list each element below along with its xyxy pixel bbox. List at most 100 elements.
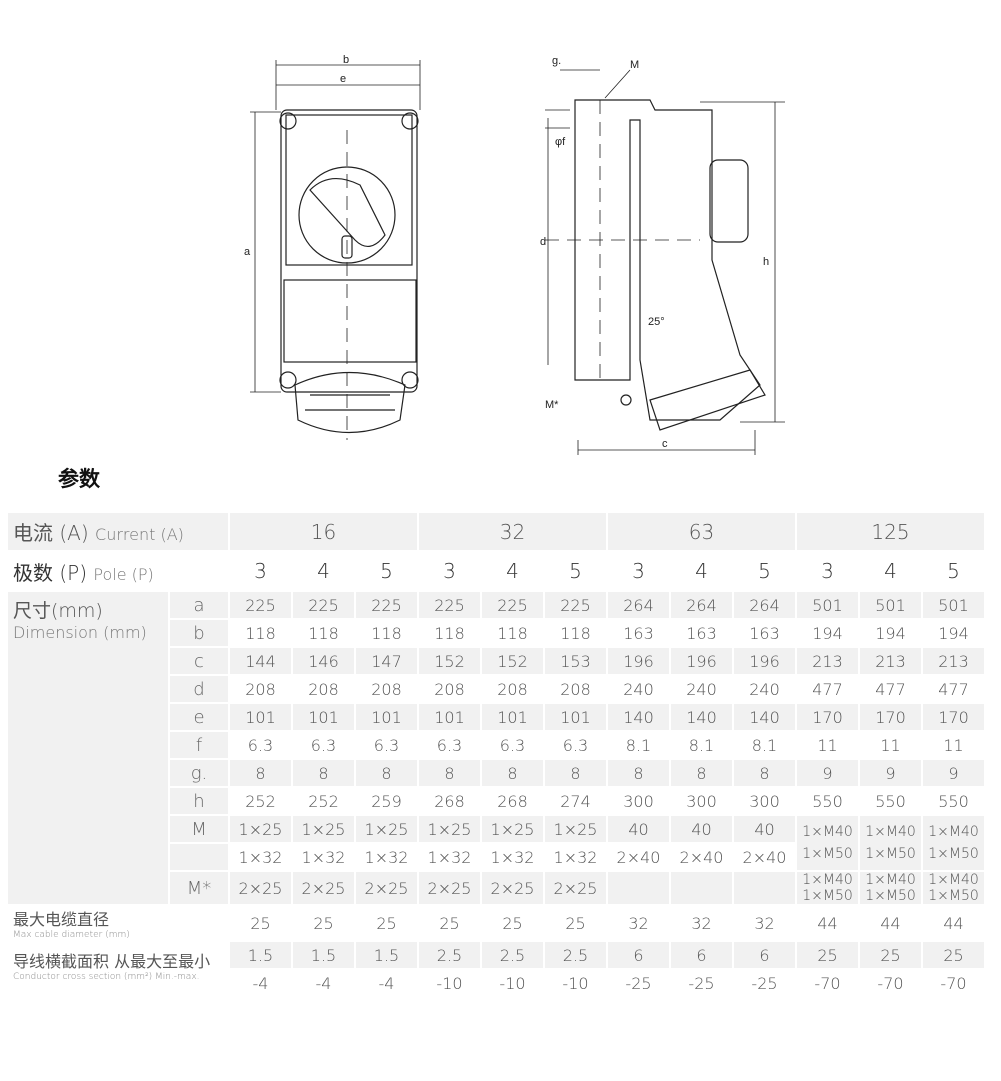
dimension-value: 264 xyxy=(608,592,669,618)
dimension-value: 146 xyxy=(293,648,354,674)
dimension-value: 477 xyxy=(875,679,906,699)
dimension-value: 6.3 xyxy=(499,735,526,755)
conductor-max-value: 6 xyxy=(734,942,795,968)
pole-value: 5 xyxy=(758,559,771,583)
M-value: 2×40 xyxy=(679,847,724,867)
conductor-min-value: -10 xyxy=(562,973,589,993)
pole-value: 4 xyxy=(695,559,708,583)
dimension-value: 118 xyxy=(371,623,402,643)
dimension-key: a xyxy=(170,592,228,618)
dimension-value: 259 xyxy=(371,791,402,811)
M-star-125-line: 1×M40 xyxy=(802,872,853,888)
dimension-value: 140 xyxy=(671,704,732,730)
dimension-value: 8 xyxy=(734,760,795,786)
dimension-value: 140 xyxy=(734,704,795,730)
dimension-value: 194 xyxy=(875,623,906,643)
dimension-value: 8 xyxy=(293,760,354,786)
M-star-125-line: 1×M50 xyxy=(865,888,916,904)
conductor-max-value: 1.5 xyxy=(293,942,354,968)
dimension-value: 194 xyxy=(938,623,969,643)
dimension-key: h xyxy=(170,788,228,814)
M-125-line: 1×M50 xyxy=(865,846,916,862)
M-value: 1×25 xyxy=(356,816,417,842)
dimension-key: c xyxy=(170,648,228,674)
dimension-value: 225 xyxy=(482,592,543,618)
dimension-value: 8 xyxy=(545,760,606,786)
dimension-value: 300 xyxy=(686,791,717,811)
dimension-value: 501 xyxy=(797,592,858,618)
pole-label: 极数 (P) Pole (P) xyxy=(8,552,228,590)
pole-value: 3 xyxy=(821,559,834,583)
max-cable-value: 32 xyxy=(628,913,649,933)
dimension-value: 6.3 xyxy=(247,735,274,755)
label-h: h xyxy=(763,256,769,268)
dimension-value: 477 xyxy=(938,679,969,699)
label-phi-f: φf xyxy=(555,136,566,148)
max-cable-value: 25 xyxy=(250,913,271,933)
dimension-value: 213 xyxy=(860,648,921,674)
max-cable-value: 44 xyxy=(817,913,838,933)
conductor-cn: 导线横截面积 从最大至最小 xyxy=(13,952,211,971)
dimension-value: 101 xyxy=(482,704,543,730)
dimension-value: 118 xyxy=(308,623,339,643)
dimension-value: 101 xyxy=(293,704,354,730)
M-star-125-line: 1×M40 xyxy=(928,872,979,888)
M-value: 1×25 xyxy=(419,816,480,842)
M-star-value: 2×25 xyxy=(482,872,543,904)
dimension-value: 208 xyxy=(434,679,465,699)
dimension-value: 208 xyxy=(245,679,276,699)
current-label: 电流 (A) Current (A) xyxy=(8,513,228,550)
dimension-value: 264 xyxy=(734,592,795,618)
dimension-value: 225 xyxy=(545,592,606,618)
dimension-value: 194 xyxy=(812,623,843,643)
dimension-label: 尺寸(mm)Dimension (mm) xyxy=(8,592,168,904)
label-d: d xyxy=(540,236,546,248)
conductor-min-value: -70 xyxy=(877,973,904,993)
current-value: 63 xyxy=(608,513,795,550)
dimension-value: 268 xyxy=(497,791,528,811)
current-value: 32 xyxy=(419,513,606,550)
dimension-value: 8 xyxy=(671,760,732,786)
label-a: a xyxy=(244,246,251,258)
label-M-star: M* xyxy=(545,399,559,411)
dimension-value: 11 xyxy=(880,735,901,755)
dimension-value: 225 xyxy=(356,592,417,618)
dimension-value: 118 xyxy=(497,623,528,643)
conductor-min-value: -4 xyxy=(315,973,332,993)
dimension-label-cn: 尺寸(mm) xyxy=(13,600,103,622)
dimension-value: 118 xyxy=(434,623,465,643)
dimension-value: 208 xyxy=(560,679,591,699)
dimension-value: 208 xyxy=(308,679,339,699)
pole-value: 4 xyxy=(506,559,519,583)
pole-value: 5 xyxy=(569,559,582,583)
M-value: 1×32 xyxy=(238,847,283,867)
dimension-value: 550 xyxy=(812,791,843,811)
M-value: 40 xyxy=(608,816,669,842)
M-value: 1×32 xyxy=(427,847,472,867)
dimension-value: 6.3 xyxy=(562,735,589,755)
M-value: 1×32 xyxy=(364,847,409,867)
pole-value: 3 xyxy=(632,559,645,583)
M-value: 1×25 xyxy=(293,816,354,842)
max-cable-value: 32 xyxy=(691,913,712,933)
dimension-value: 101 xyxy=(230,704,291,730)
M-125-line: 1×M50 xyxy=(928,846,979,862)
dimension-value: 208 xyxy=(497,679,528,699)
conductor-min-value: -70 xyxy=(940,973,967,993)
conductor-max-value: 25 xyxy=(923,942,984,968)
dimension-value: 8 xyxy=(419,760,480,786)
conductor-max-value: 6 xyxy=(671,942,732,968)
M-star-value: 2×25 xyxy=(230,872,291,904)
current-value: 125 xyxy=(797,513,984,550)
dimension-value: 213 xyxy=(923,648,984,674)
